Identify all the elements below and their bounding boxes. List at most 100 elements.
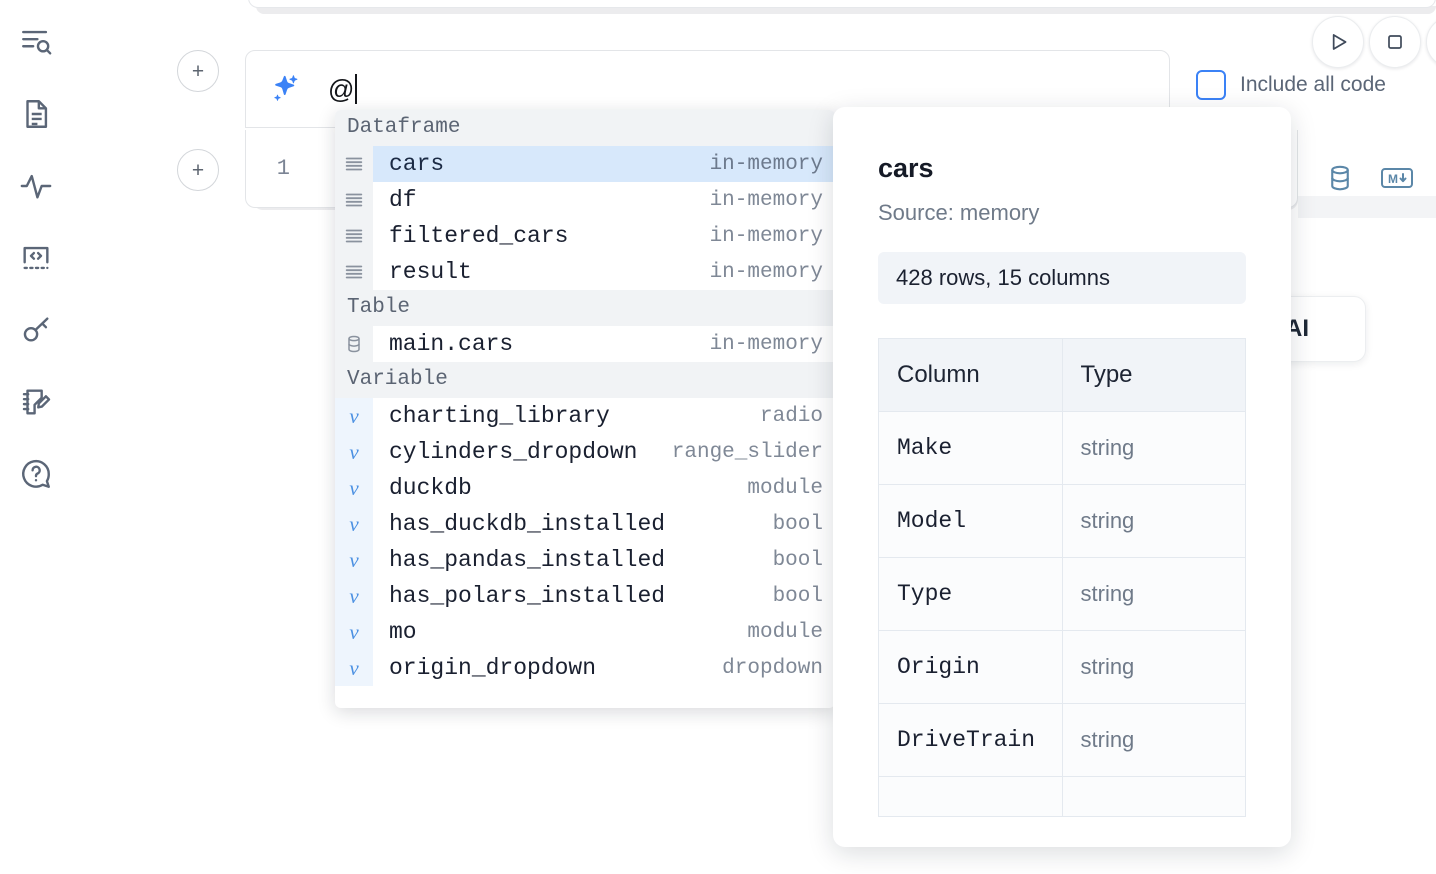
sidebar-item-secrets[interactable] <box>12 306 60 354</box>
ai-prompt-input[interactable]: @ <box>328 73 358 105</box>
autocomplete-item-name: has_duckdb_installed <box>389 511 666 537</box>
autocomplete-item[interactable]: main.cars in-memory <box>335 326 835 362</box>
table-row-clipped <box>878 776 1246 817</box>
autocomplete-item-type: in-memory <box>709 188 823 212</box>
cell-footer-strip <box>1298 196 1436 218</box>
column-header-type: Type <box>1061 338 1246 412</box>
include-all-code-row[interactable]: Include all code <box>1196 70 1386 100</box>
notepad-pencil-icon <box>19 385 53 419</box>
svg-text:M: M <box>1388 172 1398 186</box>
include-all-code-label: Include all code <box>1240 73 1386 96</box>
ai-sparkle-icon <box>268 72 302 106</box>
autocomplete-item-name: result <box>389 259 472 285</box>
autocomplete-item-name: filtered_cars <box>389 223 569 249</box>
dataframe-icon <box>335 218 373 254</box>
previous-cell-edge <box>248 0 1436 8</box>
autocomplete-item-type: module <box>747 476 823 500</box>
more-button[interactable] <box>1426 16 1436 68</box>
sidebar-rail <box>0 0 72 874</box>
autocomplete-item-type: range_slider <box>671 440 823 464</box>
plus-icon: + <box>191 59 205 83</box>
sidebar-item-help[interactable] <box>12 450 60 498</box>
database-icon[interactable] <box>1325 163 1355 198</box>
autocomplete-section-header: Dataframe <box>335 110 835 146</box>
question-chat-icon <box>19 457 53 491</box>
table-database-icon <box>335 326 373 362</box>
add-cell-button-bottom[interactable]: + <box>177 149 219 191</box>
markdown-icon[interactable]: M <box>1381 166 1413 195</box>
sidebar-item-notebook-file[interactable] <box>12 90 60 138</box>
schema-column-type: string <box>1061 484 1246 558</box>
autocomplete-item-type: bool <box>772 548 823 572</box>
dataframe-icon <box>335 254 373 290</box>
table-header-row: Column Type <box>878 338 1246 412</box>
schema-column-name: Origin <box>878 630 1063 704</box>
stop-square-icon <box>1388 35 1402 49</box>
dataframe-preview-panel: cars Source: memory 428 rows, 15 columns… <box>833 107 1291 847</box>
column-header-column: Column <box>878 338 1063 412</box>
sidebar-item-activity[interactable] <box>12 162 60 210</box>
code-brackets-icon <box>19 241 53 275</box>
autocomplete-item-type: in-memory <box>709 260 823 284</box>
autocomplete-item-type: radio <box>759 404 823 428</box>
autocomplete-item-name: mo <box>389 619 417 645</box>
autocomplete-item[interactable]: filtered_cars in-memory <box>335 218 835 254</box>
autocomplete-item[interactable]: result in-memory <box>335 254 835 290</box>
variable-icon: v <box>335 614 373 650</box>
ai-prompt-value: @ <box>328 73 355 104</box>
add-cell-button-top[interactable]: + <box>177 50 219 92</box>
previous-cell-shadow <box>256 6 1436 14</box>
autocomplete-item-name: has_pandas_installed <box>389 547 666 573</box>
schema-column-type: string <box>1061 703 1246 777</box>
autocomplete-item-name: main.cars <box>389 331 514 357</box>
autocomplete-item-name: has_polars_installed <box>389 583 666 609</box>
autocomplete-item-type: in-memory <box>709 332 823 356</box>
autocomplete-item-name: df <box>389 187 417 213</box>
sidebar-item-snippets[interactable] <box>12 234 60 282</box>
list-search-icon <box>19 25 53 59</box>
sidebar-item-explore[interactable] <box>12 18 60 66</box>
autocomplete-item-type: dropdown <box>722 656 823 680</box>
include-all-code-checkbox[interactable] <box>1196 70 1226 100</box>
variable-icon: v <box>335 506 373 542</box>
stop-button[interactable] <box>1369 16 1421 68</box>
variable-icon: v <box>335 650 373 686</box>
autocomplete-item-type: module <box>747 620 823 644</box>
autocomplete-section-header: Table <box>335 290 835 326</box>
variable-icon: v <box>335 578 373 614</box>
activity-pulse-icon <box>19 169 53 203</box>
autocomplete-section-header: Variable <box>335 362 835 398</box>
plus-icon: + <box>191 158 205 182</box>
text-caret <box>355 73 358 104</box>
run-button[interactable] <box>1312 16 1364 68</box>
autocomplete-item-name: cars <box>389 151 445 177</box>
autocomplete-item-name: origin_dropdown <box>389 655 597 681</box>
autocomplete-item-type: in-memory <box>709 224 823 248</box>
autocomplete-item[interactable]: df in-memory <box>335 182 835 218</box>
play-icon <box>1332 34 1347 50</box>
variable-icon: v <box>335 434 373 470</box>
sidebar-item-scratchpad[interactable] <box>12 378 60 426</box>
autocomplete-item[interactable]: v origin_dropdown dropdown <box>335 650 835 686</box>
schema-column-type: string <box>1061 411 1246 485</box>
autocomplete-item-name: cylinders_dropdown <box>389 439 638 465</box>
autocomplete-item[interactable]: v cylinders_dropdown range_slider <box>335 434 835 470</box>
autocomplete-item-name: charting_library <box>389 403 610 429</box>
schema-column-type: string <box>1061 630 1246 704</box>
dataframe-icon <box>335 146 373 182</box>
